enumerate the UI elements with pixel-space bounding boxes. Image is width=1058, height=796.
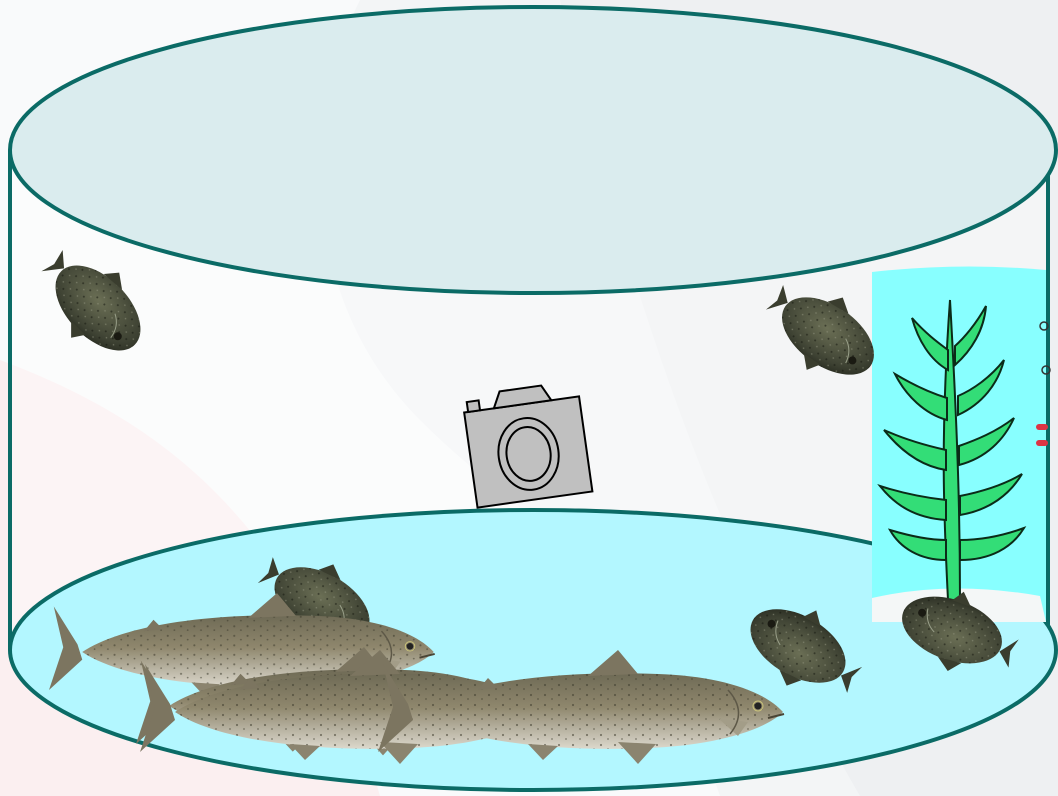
red-mark (1036, 424, 1048, 430)
red-mark (1036, 440, 1048, 446)
tank-top (10, 7, 1056, 293)
seaweed-panel (872, 266, 1050, 622)
